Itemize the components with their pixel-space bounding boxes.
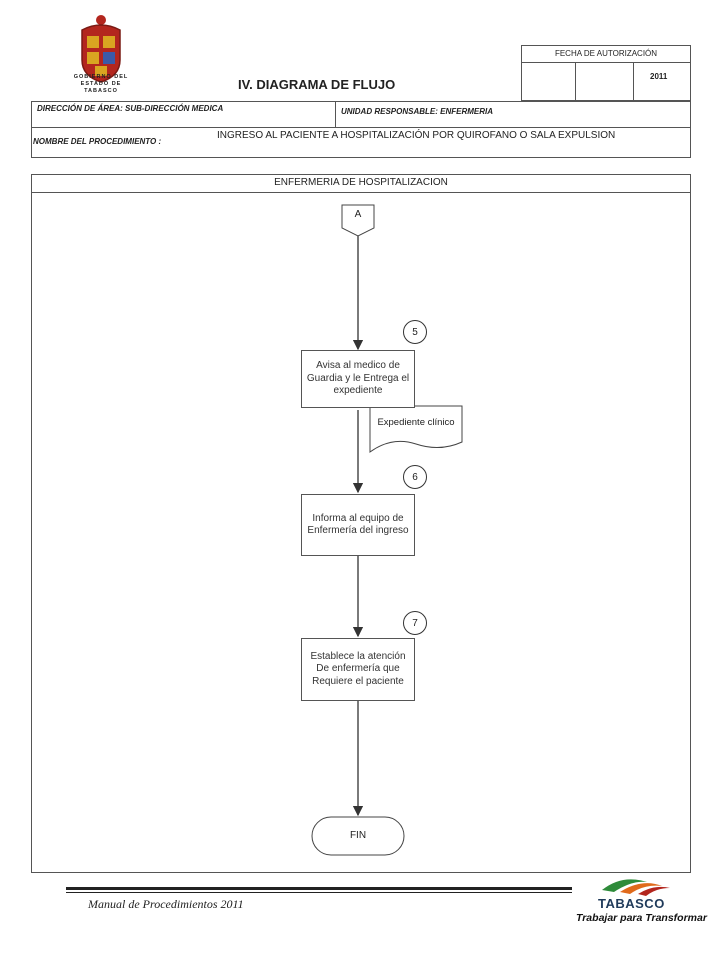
step-number-5: 5 [403, 320, 427, 344]
process-step-7: Establece la atención De enfermería que … [301, 638, 415, 701]
step-number-6: 6 [403, 465, 427, 489]
shield-icon [81, 15, 121, 83]
step-number-7: 7 [403, 611, 427, 635]
swimlane-title: ENFERMERIA DE HOSPITALIZACION [274, 177, 448, 188]
authorization-divider [521, 62, 691, 63]
process-step-6: Informa al equipo de Enfermería del ingr… [301, 494, 415, 556]
authorization-box [521, 45, 691, 101]
authorization-label: FECHA DE AUTORIZACIÓN [554, 49, 658, 58]
offpage-connector-label: A [354, 209, 362, 220]
footer-rule-thin [66, 892, 572, 893]
procedimiento-label: NOMBRE DEL PROCEDIMIENTO : [33, 137, 162, 146]
unidad-box [335, 101, 691, 128]
brand-swoosh-icon [602, 879, 670, 896]
page-title: IV. DIAGRAMA DE FLUJO [238, 77, 396, 92]
procedimiento-name: INGRESO AL PACIENTE A HOSPITALIZACIÓN PO… [217, 130, 616, 141]
direccion-text: DIRECCIÓN DE ÁREA: SUB-DIRECCIÓN MEDICA [37, 104, 224, 113]
brand-slogan: Trabajar para Transformar [576, 912, 707, 924]
authorization-year: 2011 [650, 72, 668, 81]
footer-manual-title: Manual de Procedimientos 2011 [88, 897, 244, 911]
offpage-connector-shape [341, 204, 375, 237]
process-step-5: Avisa al medico de Guardia y le Entrega … [301, 350, 415, 408]
end-terminator-label: FIN [349, 830, 367, 841]
swimlane-header-divider [31, 192, 691, 193]
document-shape [369, 405, 463, 453]
footer-rule [66, 887, 572, 890]
coat-of-arms-logo: GOBIERNO DEL ESTADO DE TABASCO [68, 12, 134, 104]
end-terminator-shape [311, 816, 405, 856]
brand-name: TABASCO [598, 896, 665, 911]
tabasco-brand-logo: TABASCO Trabajar para Transformar [576, 872, 707, 932]
unidad-text: UNIDAD RESPONSABLE: ENFERMERIA [341, 107, 494, 116]
document-label: Expediente clínico [377, 417, 455, 428]
authorization-col-divider [575, 62, 576, 101]
authorization-col-divider [633, 62, 634, 101]
logo-text: GOBIERNO DEL ESTADO DE TABASCO [73, 74, 129, 94]
procedimiento-box [31, 127, 691, 158]
